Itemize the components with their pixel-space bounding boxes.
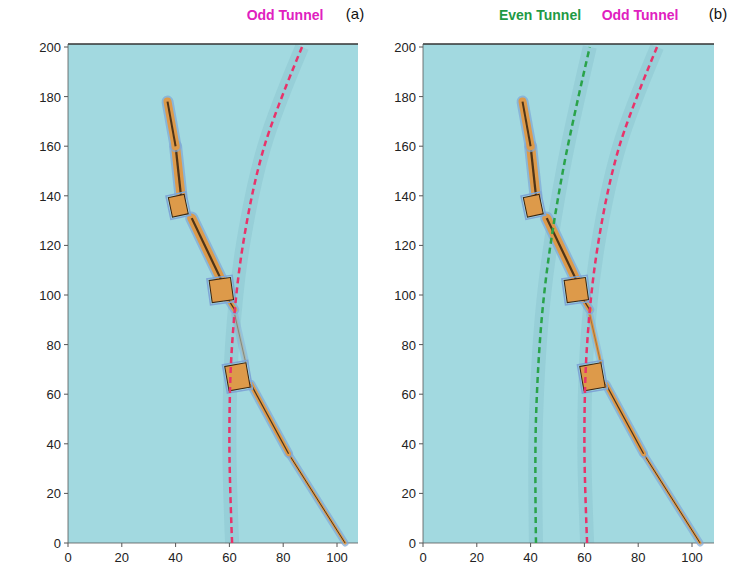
tick — [121, 543, 122, 547]
axis-tick-label: 120 — [394, 239, 416, 252]
tick — [419, 344, 423, 345]
tick — [419, 543, 423, 544]
tick — [64, 295, 68, 296]
shading — [535, 47, 589, 543]
frame — [68, 43, 358, 45]
rock-ground — [68, 44, 358, 543]
axis — [423, 543, 714, 544]
tick — [64, 146, 68, 147]
axis — [68, 44, 69, 543]
even-tunnel-line — [535, 47, 589, 543]
axis-tick-label: 140 — [39, 189, 61, 202]
axis-tick-label: 60 — [402, 388, 416, 401]
tick — [64, 543, 68, 544]
axis-tick-label: 40 — [47, 437, 61, 450]
fracture — [521, 102, 700, 543]
tick — [283, 543, 284, 547]
axis-tick-label: 20 — [470, 551, 484, 564]
odd-tunnel-line — [584, 47, 657, 543]
rock-ground — [423, 44, 714, 543]
axis-tick-label: 0 — [54, 537, 61, 550]
tick — [419, 295, 423, 296]
axis-tick-label: 20 — [402, 487, 416, 500]
tick — [64, 394, 68, 395]
tick — [64, 245, 68, 246]
axis-tick-label: 180 — [394, 90, 416, 103]
axis — [68, 543, 358, 544]
axis-tick-label: 40 — [402, 437, 416, 450]
odd-tunnel-line — [229, 47, 302, 543]
tunnel-label: Even Tunnel — [499, 8, 581, 22]
tick — [175, 543, 176, 547]
tick — [419, 47, 423, 48]
axis-tick-label: 60 — [577, 551, 591, 564]
tick — [64, 344, 68, 345]
axis-tick-label: 0 — [419, 551, 426, 564]
tick — [419, 493, 423, 494]
fracture — [166, 102, 345, 543]
axis — [423, 44, 424, 543]
tunnel-label: Odd Tunnel — [602, 8, 679, 22]
panel — [64, 44, 358, 547]
tick — [64, 47, 68, 48]
axis-tick-label: 80 — [402, 338, 416, 351]
axis-tick-label: 0 — [64, 551, 71, 564]
panel-label: (b) — [709, 6, 727, 21]
tick — [337, 543, 338, 547]
tick — [419, 96, 423, 97]
axis-tick-label: 200 — [394, 41, 416, 54]
tick — [638, 543, 639, 547]
axis-tick-label: 60 — [222, 551, 236, 564]
tick — [229, 543, 230, 547]
tick — [692, 543, 693, 547]
tick — [476, 543, 477, 547]
axis-tick-label: 100 — [326, 551, 348, 564]
axis-tick-label: 100 — [39, 289, 61, 302]
shading — [584, 47, 657, 543]
axis-tick-label: 80 — [631, 551, 645, 564]
tick — [64, 493, 68, 494]
axis-tick-label: 200 — [39, 41, 61, 54]
frame — [423, 43, 714, 45]
axis-tick-label: 40 — [523, 551, 537, 564]
tick — [64, 443, 68, 444]
axis-tick-label: 140 — [394, 189, 416, 202]
axis-tick-label: 100 — [394, 289, 416, 302]
axis-tick-label: 160 — [394, 140, 416, 153]
axis-tick-label: 0 — [409, 537, 416, 550]
tick — [530, 543, 531, 547]
panel-label: (a) — [346, 6, 364, 21]
axis-tick-label: 80 — [276, 551, 290, 564]
axis-tick-label: 160 — [39, 140, 61, 153]
tick — [419, 394, 423, 395]
tunnel-label: Odd Tunnel — [247, 8, 324, 22]
panel — [419, 44, 714, 547]
shading — [229, 47, 302, 543]
tick — [68, 543, 69, 547]
axis-tick-label: 40 — [168, 551, 182, 564]
axis-tick-label: 20 — [47, 487, 61, 500]
tick — [64, 195, 68, 196]
tick — [584, 543, 585, 547]
axis-tick-label: 60 — [47, 388, 61, 401]
axis-tick-label: 80 — [47, 338, 61, 351]
tick — [419, 443, 423, 444]
tick — [419, 245, 423, 246]
tick — [423, 543, 424, 547]
tick — [64, 96, 68, 97]
axis-tick-label: 100 — [681, 551, 703, 564]
axis-tick-label: 20 — [115, 551, 129, 564]
axis-tick-label: 180 — [39, 90, 61, 103]
tick — [419, 146, 423, 147]
tick — [419, 195, 423, 196]
axis-tick-label: 120 — [39, 239, 61, 252]
